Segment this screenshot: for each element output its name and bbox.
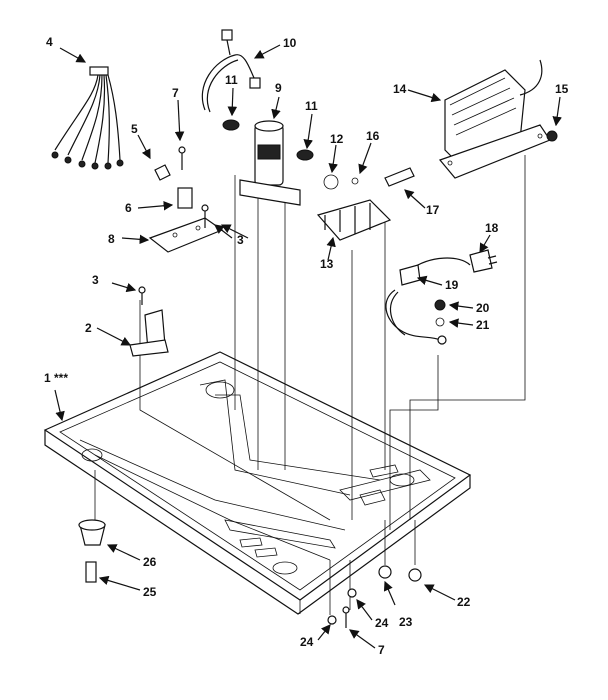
callout-15: 15 [555,82,569,96]
callout-19: 19 [445,278,459,292]
capacitor [239,120,301,206]
callout-21: 21 [476,318,490,332]
callout-24-left: 24 [300,635,314,649]
callout-4: 4 [46,35,53,49]
bracket-left [129,286,169,357]
terminal-block [316,167,415,241]
callout-18: 18 [485,221,499,235]
wire-lead [201,29,261,113]
callout-13: 13 [320,257,334,271]
callout-23: 23 [399,615,413,629]
callout-5: 5 [131,122,138,136]
callout-24-right: 24 [375,616,389,630]
callout-9: 9 [275,81,282,95]
callout-26: 26 [143,555,157,569]
callout-11-right: 11 [305,99,318,113]
callout-1: 1 *** [44,371,68,385]
bottom-screws [327,565,422,628]
foot [78,519,106,583]
transformer [438,59,558,179]
callout-7-top: 7 [172,86,179,100]
callout-14: 14 [393,82,407,96]
callout-6: 6 [125,201,132,215]
power-cord [385,249,498,345]
callout-2: 2 [85,321,92,335]
wire-harness [51,66,124,170]
callout-labels: 4 10 7 9 11 11 14 15 5 12 16 6 17 8 3 18… [44,35,569,657]
callout-12: 12 [330,132,344,146]
callout-25: 25 [143,585,157,599]
callout-3-upper: 3 [237,233,244,247]
callout-10: 10 [283,36,297,50]
callout-7-bottom: 7 [378,643,385,657]
callout-22: 22 [457,595,471,609]
callout-17: 17 [426,203,440,217]
callout-20: 20 [476,301,490,315]
callout-3-lower: 3 [92,273,99,287]
callout-arrows [54,44,562,649]
base-pan [43,351,472,615]
callout-16: 16 [366,129,380,143]
callout-8: 8 [108,232,115,246]
switch-assembly [148,146,224,253]
grommets [222,119,314,161]
callout-11-left: 11 [225,73,238,87]
assembly-leader-lines [94,155,526,615]
